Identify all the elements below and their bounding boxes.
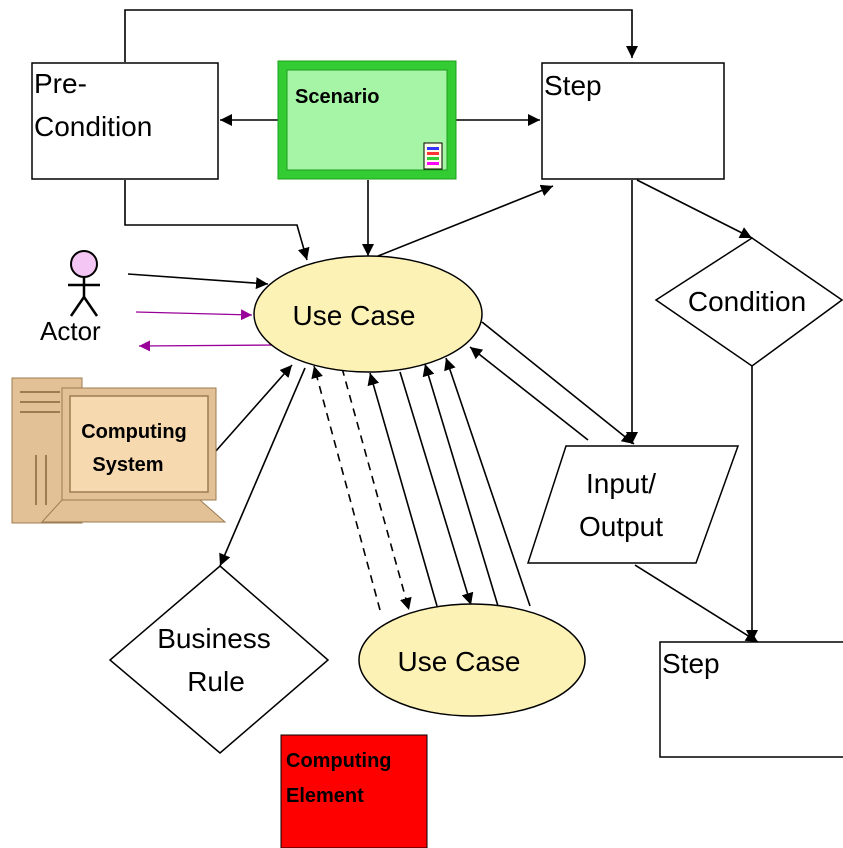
actor-connectors [135,309,279,352]
arrow-subusecase-to-usecase-1 [367,372,438,607]
arrow-subusecase-to-usecase-3 [444,357,531,607]
input-output-label-line1: Input/ [586,468,656,499]
dashed-arrow-usecase-to-subusecase [341,367,412,611]
use-case-main[interactable]: Use Case [253,255,483,373]
condition-label: Condition [688,286,806,317]
arrow-system-to-usecase [214,364,293,453]
computing-system[interactable]: Computing System [11,377,227,524]
actor-icon [68,250,100,317]
pre-condition-label-line1: Pre- [34,68,87,99]
arrow-usecase-to-subusecase [399,371,474,606]
arrow-inputoutput-to-usecase [469,346,589,441]
arrow-usecase-to-inputoutput [481,321,635,445]
connectors [124,9,759,643]
computing-element-label-line2: Element [286,785,364,807]
business-rule-label-line2: Rule [187,666,245,697]
arrow-inputoutput-to-step [634,564,759,643]
arrow-usecase-to-step [377,184,554,257]
arrow-usecase-to-businessrule [219,367,306,567]
use-case-main-label: Use Case [293,300,416,331]
arrow-precondition-to-step [124,9,638,62]
pre-condition-box[interactable]: Pre- Condition [31,62,219,180]
step-top-label: Step [544,70,602,101]
actor-figure[interactable]: Actor [40,250,101,346]
dashed-arrow-subusecase-to-usecase [311,365,381,611]
business-rule-label-line1: Business [157,623,271,654]
arrow-step-to-condition [636,179,753,239]
arrow-actor-out [135,309,253,321]
arrow-subusecase-to-usecase-2 [422,363,499,607]
pre-condition-label-line2: Condition [34,111,152,142]
computing-element-label-line1: Computing [286,750,392,772]
computing-element[interactable]: Computing Element [280,734,428,848]
computing-system-label-line2: System [92,454,163,476]
arrow-actor-to-usecase [127,273,269,290]
condition-diamond[interactable]: Condition [654,237,843,367]
actor-label: Actor [40,316,101,346]
step-box-top[interactable]: Step [541,62,725,180]
scenario-label: Scenario [295,86,379,108]
computing-system-label-line1: Computing [81,421,187,443]
arrow-precondition-to-usecase [124,180,310,261]
use-case-sub-label: Use Case [398,646,521,677]
scenario-box[interactable]: Scenario [277,60,457,180]
input-output-label-line2: Output [579,511,663,542]
input-output-parallelogram[interactable]: Input/ Output [526,445,740,564]
scenario-document-icon [423,142,443,170]
step-box-bottom[interactable]: Step [659,641,843,758]
computer-icon [11,377,227,524]
business-rule-diamond[interactable]: Business Rule [108,565,330,754]
use-case-sub[interactable]: Use Case [358,603,586,717]
arrow-actor-in [138,340,279,352]
step-bottom-label: Step [662,648,720,679]
